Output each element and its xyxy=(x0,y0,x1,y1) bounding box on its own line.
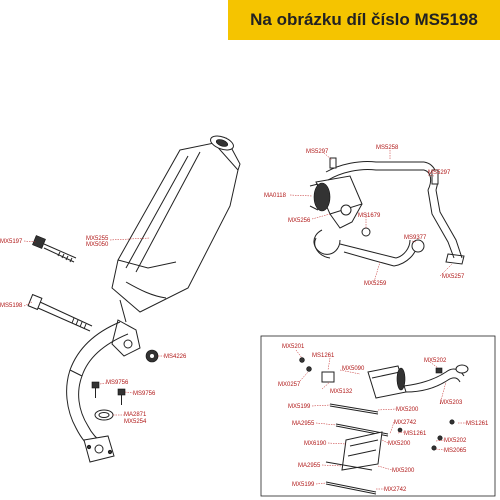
label-mx5202-b: MX5202 xyxy=(444,438,467,444)
label-mx5200-c: MX5200 xyxy=(392,468,415,474)
label-mx5255: MX5255 xyxy=(86,236,109,242)
label-ms5297-a: MS5297 xyxy=(306,149,329,155)
label-ms9377: MS9377 xyxy=(404,235,427,241)
label-ms4226: MS4226 xyxy=(164,354,187,360)
label-ma0118: MA0118 xyxy=(264,193,287,199)
label-mx6190: MX6190 xyxy=(304,441,327,447)
label-ms9756-b: MS9756 xyxy=(133,391,156,397)
label-ms5258: MS5258 xyxy=(376,145,399,151)
label-ms9756-a: MS9756 xyxy=(106,380,129,386)
muffler-body xyxy=(111,135,241,357)
label-ma2955-a: MA2955 xyxy=(292,421,315,427)
exhaust-header-pipe xyxy=(66,321,129,463)
label-ma2871: MA2871 xyxy=(124,412,147,418)
top-right-leader-lines xyxy=(289,150,453,283)
gasket-ma2871 xyxy=(94,409,114,421)
label-mx5203: MX5203 xyxy=(440,400,463,406)
label-ms5198: MS5198 xyxy=(0,303,23,309)
inset-parts xyxy=(299,357,469,495)
nut-ms4226 xyxy=(145,349,159,363)
inset-frame xyxy=(260,335,496,497)
label-mx5050: MX5050 xyxy=(86,242,109,248)
label-mx5259: MX5259 xyxy=(364,281,387,287)
part-number-banner: Na obrázku díl číslo MS5198 xyxy=(228,0,500,40)
label-mx5201: MX5201 xyxy=(282,344,305,350)
label-ms1679: MS1679 xyxy=(358,213,381,219)
label-mx2742-a: MX2742 xyxy=(394,420,417,426)
label-mx0257: MX0257 xyxy=(278,382,301,388)
label-mx2742-b: MX2742 xyxy=(384,487,407,493)
label-mx5132: MX5132 xyxy=(330,389,353,395)
label-mx5090: MX5090 xyxy=(342,366,365,372)
label-mx5200-a: MX5200 xyxy=(396,407,419,413)
label-ms5297-b: MS5297 xyxy=(428,170,451,176)
inset-leader-lines xyxy=(295,349,466,490)
main-leader-lines xyxy=(23,237,164,416)
label-mx5199-a: MX5199 xyxy=(288,404,311,410)
banner-text: Na obrázku díl číslo MS5198 xyxy=(250,10,478,29)
label-mx5202-a: MX5202 xyxy=(424,358,447,364)
label-ms1261-c: MS1261 xyxy=(404,431,427,437)
label-mx5200-b: MX5200 xyxy=(388,441,411,447)
long-bolt-ms5198 xyxy=(27,293,93,332)
label-mx5254: MX5254 xyxy=(124,419,147,425)
label-ma2955-b: MA2955 xyxy=(298,463,321,469)
label-mx5257: MX5257 xyxy=(442,274,465,280)
label-mx5199-b: MX5199 xyxy=(292,482,315,488)
label-mx5197: MX5197 xyxy=(0,239,23,245)
label-ms2065: MS2065 xyxy=(444,448,467,454)
label-ms1261-b: MS1261 xyxy=(466,421,489,427)
label-mx5256: MX5256 xyxy=(288,218,311,224)
label-ms1261-a: MS1261 xyxy=(312,353,335,359)
long-bolt-mx5197 xyxy=(32,235,77,263)
